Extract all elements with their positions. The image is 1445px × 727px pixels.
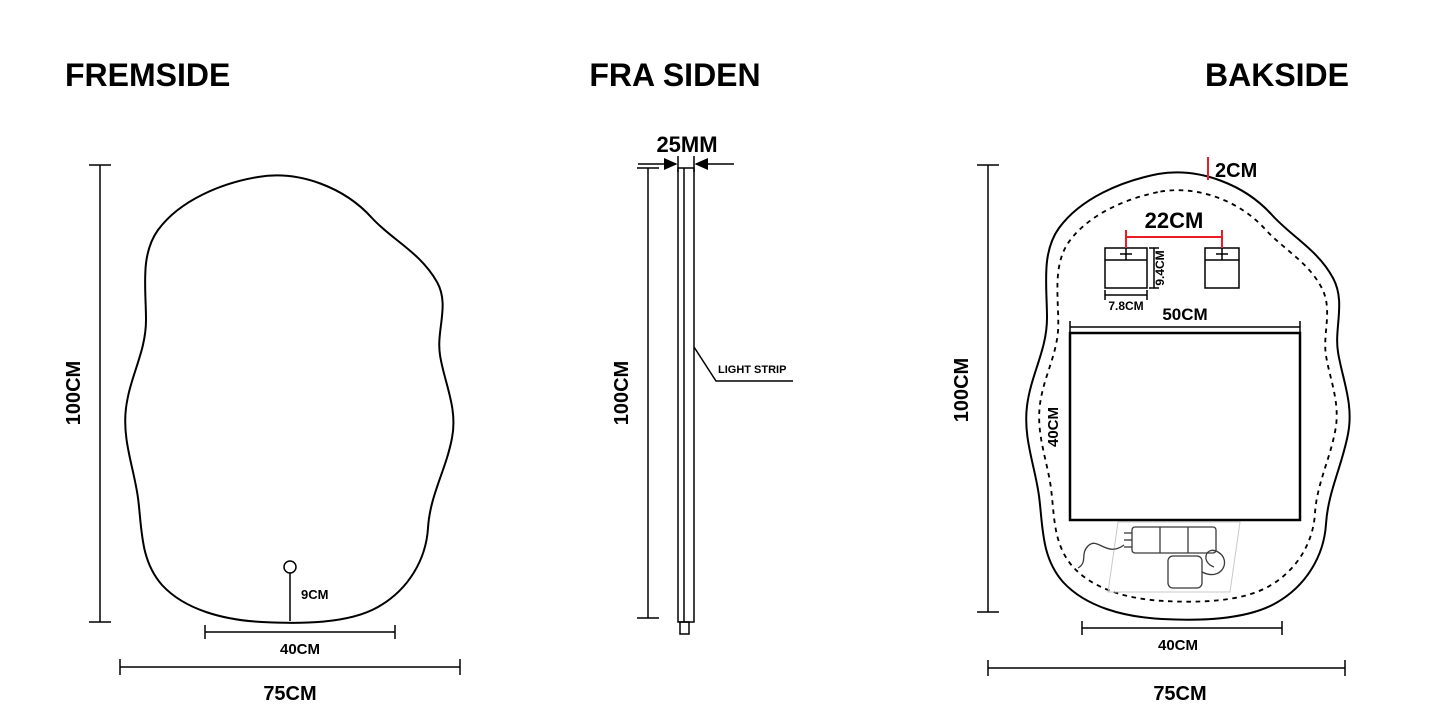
front-inner-width-dim: 40CM bbox=[280, 641, 320, 658]
back-width-dim: 75CM bbox=[1153, 683, 1206, 705]
front-sensor-icon bbox=[283, 560, 297, 574]
light-strip-label: LIGHT STRIP bbox=[718, 364, 786, 376]
back-title: BAKSIDE bbox=[1205, 57, 1349, 93]
side-foot bbox=[679, 621, 690, 635]
back-bracket-span-dim: 22CM bbox=[1145, 208, 1204, 233]
back-gap-dim: 2CM bbox=[1215, 160, 1257, 182]
front-title: FREMSIDE bbox=[65, 57, 230, 93]
side-thickness-dim: 25MM bbox=[656, 132, 717, 157]
back-mirror-outline bbox=[1025, 171, 1351, 621]
bracket-right bbox=[1204, 247, 1240, 289]
power-driver-illustration bbox=[1077, 521, 1241, 593]
front-sensor-dim: 9CM bbox=[301, 587, 328, 602]
back-bracket-height-dim: 9.4CM bbox=[1153, 250, 1167, 285]
back-panel-rect bbox=[1068, 331, 1302, 522]
back-height-dim: 100CM bbox=[951, 358, 973, 422]
back-bracket-width-dim: 7.8CM bbox=[1108, 299, 1143, 313]
bracket-left bbox=[1104, 247, 1148, 289]
back-view: BAKSIDE 2CM 22CM bbox=[951, 57, 1351, 705]
side-height-dim: 100CM bbox=[611, 361, 633, 425]
bracket-span-dim-lines bbox=[1125, 230, 1223, 248]
side-profile bbox=[677, 167, 695, 623]
back-panel-height-dim: 40CM bbox=[1045, 407, 1062, 447]
side-view: FRA SIDEN 25MM 100CM LIGHT STRIP bbox=[589, 57, 793, 635]
front-height-dim: 100CM bbox=[63, 361, 85, 425]
front-mirror-outline bbox=[124, 174, 455, 624]
light-strip-leader bbox=[693, 346, 793, 382]
front-view: FREMSIDE 9CM 100CM 40CM 75CM bbox=[63, 57, 461, 705]
side-title: FRA SIDEN bbox=[589, 57, 760, 93]
back-panel-width-dim: 50CM bbox=[1162, 305, 1207, 324]
back-inner-width-dim: 40CM bbox=[1158, 637, 1198, 654]
front-width-dim: 75CM bbox=[263, 683, 316, 705]
